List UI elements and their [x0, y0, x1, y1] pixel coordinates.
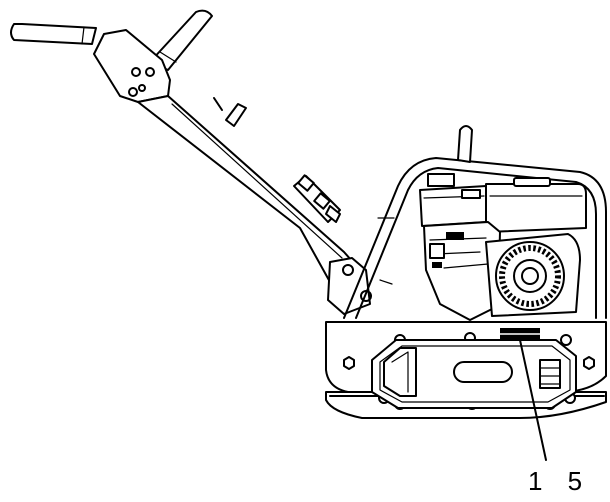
base-plate [325, 321, 607, 419]
frame-outer [343, 157, 607, 319]
hex-bolt [583, 356, 595, 370]
callout-leader-line [519, 339, 547, 461]
pivot-bracket [327, 257, 371, 315]
handle-assembly [10, 9, 372, 315]
head-hole [138, 84, 146, 92]
head-hole [128, 87, 138, 97]
housing-slot [453, 361, 513, 383]
bolt [560, 334, 572, 346]
handle-head [93, 29, 171, 103]
callout-label-15: 1 5 [528, 466, 592, 496]
frame-inner [355, 167, 597, 319]
protective-frame [343, 125, 607, 319]
lifting-hook [457, 125, 473, 163]
fuel-tank [485, 183, 587, 233]
hex-bolt [343, 356, 355, 370]
throttle-lever [225, 103, 247, 127]
head-hole [131, 67, 141, 77]
handle-shaft [137, 95, 361, 287]
left-hand-grip [10, 23, 97, 45]
engine [419, 173, 587, 321]
head-hole [145, 67, 155, 77]
